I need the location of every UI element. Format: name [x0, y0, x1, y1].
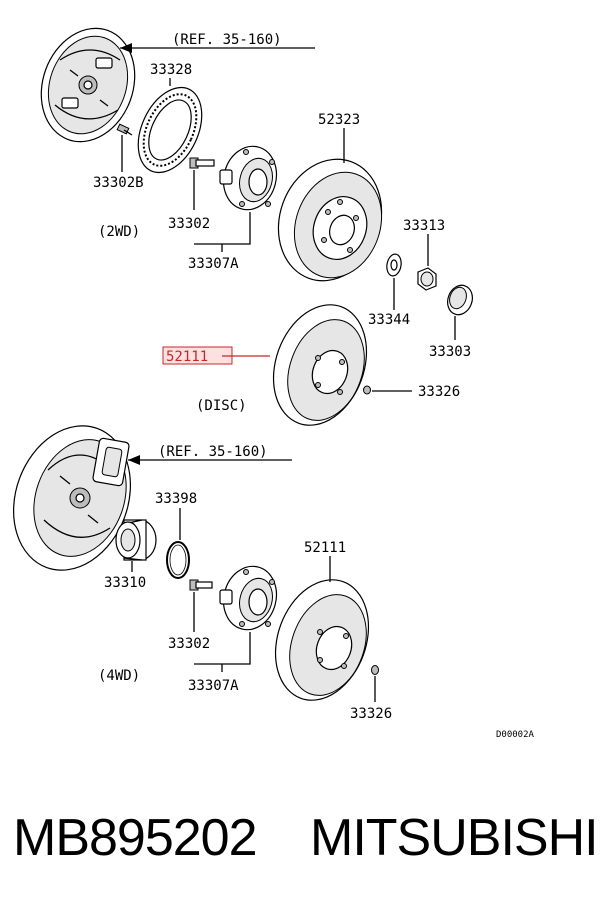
- label-52323: 52323: [318, 112, 360, 128]
- label-33307A-top: 33307A: [188, 256, 239, 272]
- label-33313: 33313: [403, 218, 445, 234]
- ref-arrow-bottom: [128, 455, 140, 465]
- screw-33326-bottom: [371, 665, 379, 675]
- screw-33326-top: [363, 385, 371, 395]
- label-33326-bottom: 33326: [350, 706, 392, 722]
- disc-52111-bottom: [274, 579, 370, 701]
- washer-33344: [386, 253, 402, 277]
- drum-brake-assembly-bottom: [13, 425, 131, 571]
- ref-label-top: (REF. 35-160): [172, 32, 282, 48]
- disc-52111-middle: [272, 304, 368, 426]
- cap-33303: [447, 284, 473, 316]
- hub-33307A-top: [219, 145, 278, 211]
- drum-brake-assembly-top: [40, 27, 136, 143]
- hub-bolt-33302-bottom: [189, 579, 213, 591]
- nut-33313: [417, 267, 437, 291]
- label-33307A-bottom: 33307A: [188, 678, 239, 694]
- part-number: MB895202: [13, 809, 258, 867]
- bearing-33310: [115, 519, 157, 561]
- brand-name: MITSUBISHI: [310, 809, 599, 867]
- parts-diagram: (REF. 35-160) 33328 33302B 33302 33307A …: [13, 27, 535, 740]
- label-33326-top: 33326: [418, 384, 460, 400]
- label-33344: 33344: [368, 312, 410, 328]
- tone-ring-33328: [137, 86, 203, 174]
- label-33310: 33310: [104, 575, 146, 591]
- label-33302B: 33302B: [93, 175, 144, 191]
- label-4wd: (4WD): [98, 668, 140, 684]
- hub-bolt-33302-top: [189, 157, 215, 169]
- diagram-code: D00002A: [496, 730, 535, 740]
- ref-arrow-top: [120, 43, 132, 53]
- label-33303: 33303: [429, 344, 471, 360]
- rotor-52323: [277, 158, 383, 282]
- label-33398: 33398: [155, 491, 197, 507]
- label-33302-bottom: 33302: [168, 636, 210, 652]
- hub-33307A-bottom: [219, 565, 278, 631]
- label-52111-highlight: 52111: [166, 349, 208, 365]
- label-disc: (DISC): [196, 398, 247, 414]
- snap-ring-33398: [166, 541, 190, 579]
- bolt-33302B: [116, 123, 133, 136]
- ref-label-bottom: (REF. 35-160): [158, 444, 268, 460]
- label-2wd: (2WD): [98, 224, 140, 240]
- label-33328: 33328: [150, 62, 192, 78]
- label-52111-bottom: 52111: [304, 540, 346, 556]
- label-33302-top: 33302: [168, 216, 210, 232]
